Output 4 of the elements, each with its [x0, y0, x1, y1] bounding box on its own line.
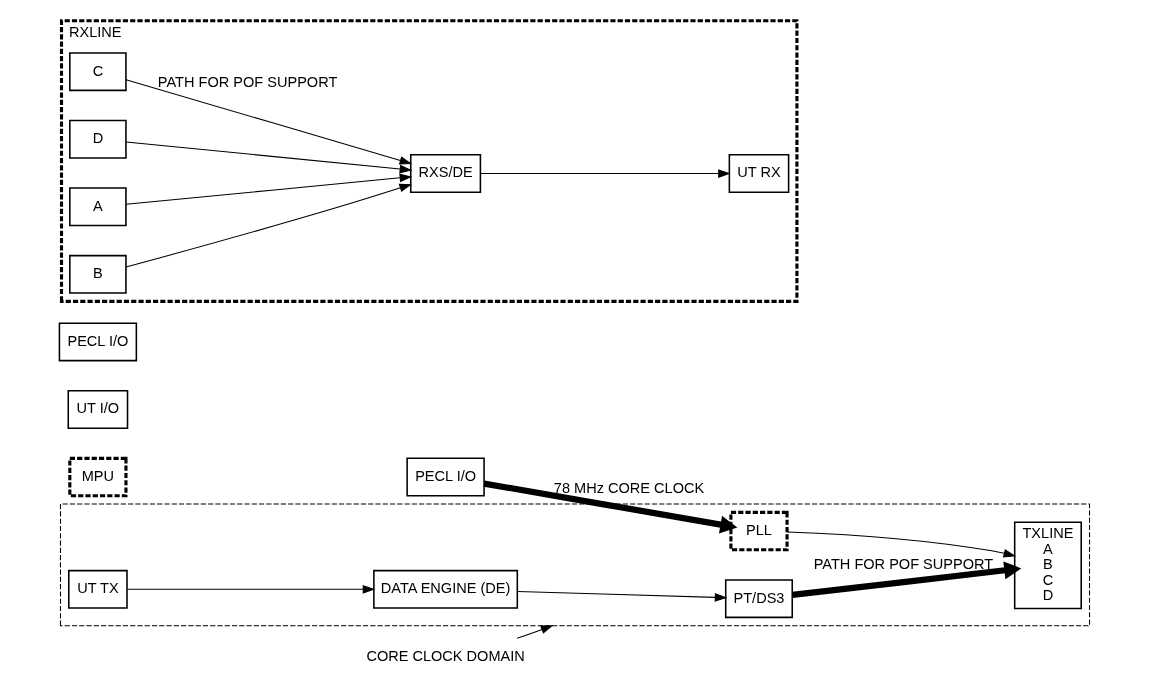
edge-label: 78 MHz CORE CLOCK — [553, 479, 704, 496]
edge-label: PATH FOR POF SUPPORT — [813, 555, 993, 572]
edge-label: PATH FOR POF SUPPORT — [157, 74, 337, 91]
node-text: CORE CLOCK DOMAIN — [365, 647, 525, 664]
